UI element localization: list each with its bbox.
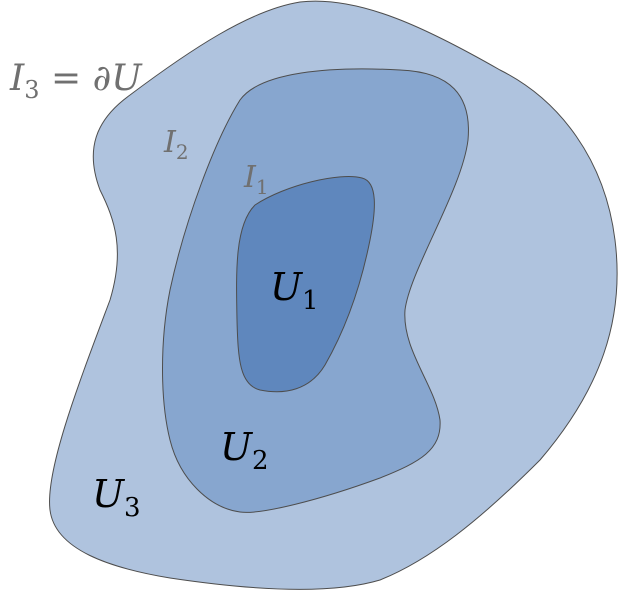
label-i3-sub: 3 [24,76,39,104]
label-u3-base: U [92,472,126,516]
label-u3-sub: 3 [124,493,141,523]
region-u1 [236,176,375,393]
label-i3-rhs: U [111,58,143,99]
label-u1-base: U [270,265,304,309]
label-i1-base: I [243,160,257,195]
label-u2: U2 [220,425,269,476]
label-i3-base: I [9,58,25,99]
label-u2-sub: 2 [252,446,269,476]
label-u3: U3 [92,472,141,523]
label-i2-sub: 2 [176,140,189,164]
label-i2-base: I [163,125,177,160]
label-u1: U1 [270,265,319,316]
label-i3-boundary: I3 = ∂U [9,58,143,104]
label-i1-sub: 1 [256,175,269,199]
label-i2: I2 [163,125,189,164]
label-u2-base: U [220,425,254,469]
label-i1: I1 [243,160,269,199]
label-i3-eq: = ∂ [40,58,112,99]
label-u1-sub: 1 [302,286,319,316]
